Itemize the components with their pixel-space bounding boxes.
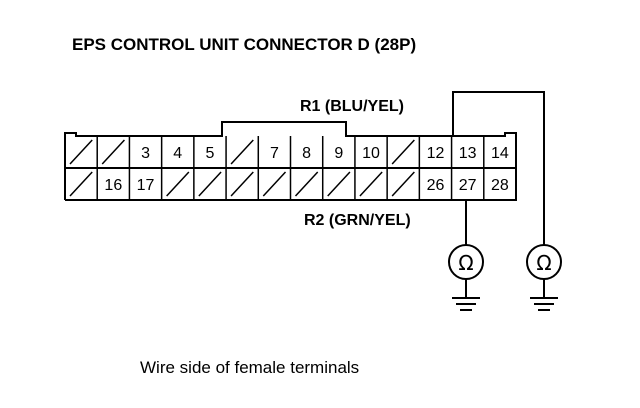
pin-7-label: 7: [270, 145, 279, 162]
pin-28-label: 28: [491, 177, 509, 194]
pin-16-label: 16: [104, 177, 122, 194]
empty-cavity-slash: [69, 139, 93, 165]
pin-14-label: 14: [491, 145, 509, 162]
ohmmeter-left: Ω: [448, 244, 484, 311]
pin-10-label: 10: [362, 145, 380, 162]
empty-cavity-slash: [262, 171, 287, 197]
empty-cavity-slash: [166, 171, 190, 197]
pin-17-label: 17: [137, 177, 155, 194]
empty-cavity-slash: [294, 171, 319, 197]
r1-lead: [452, 91, 545, 245]
ohm-symbol-right: Ω: [536, 251, 551, 275]
empty-cavity-slash: [101, 139, 125, 165]
empty-cavity-slash: [69, 171, 93, 197]
empty-cavity-slash: [359, 171, 383, 197]
empty-cavity-slash: [198, 171, 222, 197]
pin-4-label: 4: [173, 145, 182, 162]
r1-wire-label: R1 (BLU/YEL): [300, 98, 404, 115]
empty-cavity-slash: [230, 171, 254, 197]
empty-cavity-slash: [391, 139, 415, 165]
diagram-caption: Wire side of female terminals: [140, 358, 359, 377]
diagram-title: EPS CONTROL UNIT CONNECTOR D (28P): [72, 35, 416, 54]
ohmmeter-right: Ω: [526, 244, 562, 311]
r2-wire-label: R2 (GRN/YEL): [304, 212, 411, 229]
pin-8-label: 8: [302, 145, 311, 162]
empty-cavity-slash: [327, 171, 351, 197]
pin-12-label: 12: [427, 145, 445, 162]
pin-3-label: 3: [141, 145, 150, 162]
ground-icon: [530, 297, 558, 311]
connector-body: 3 4 5 7 8 9 10 12 13 14 16 17 26 27 28: [64, 121, 517, 201]
empty-cavity-slash: [391, 171, 415, 197]
ground-icon: [452, 297, 480, 311]
pin-5-label: 5: [206, 145, 215, 162]
pin-27-label: 27: [459, 177, 477, 194]
ohm-symbol-left: Ω: [458, 251, 473, 275]
empty-cavity-slash: [230, 139, 254, 165]
pin-26-label: 26: [427, 177, 445, 194]
pin-13-label: 13: [459, 145, 477, 162]
pin-9-label: 9: [334, 145, 343, 162]
